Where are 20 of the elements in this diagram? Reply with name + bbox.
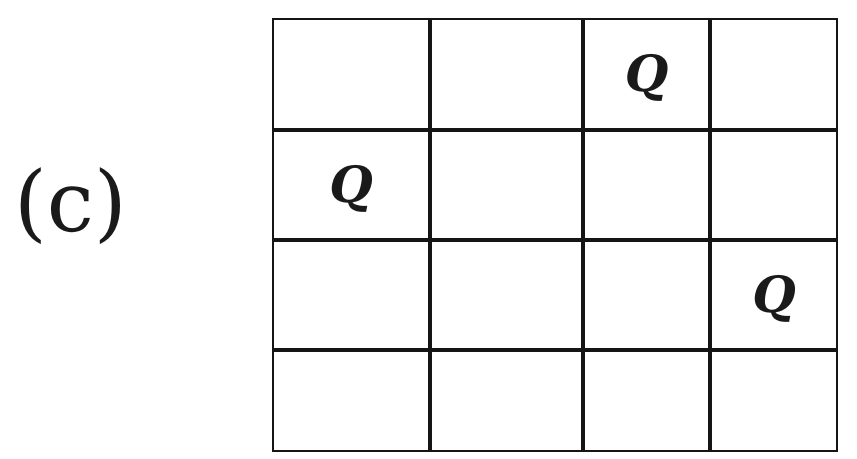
part-label: (c) <box>14 160 127 244</box>
grid-cell <box>710 240 838 350</box>
queen-mark: Q <box>752 270 796 320</box>
grid-cell <box>272 240 430 350</box>
grid-cell <box>583 130 710 240</box>
grid-cell <box>430 18 583 130</box>
grid-cell <box>710 130 838 240</box>
grid-cell <box>272 18 430 130</box>
grid-cell <box>430 240 583 350</box>
grid-cell <box>710 350 838 452</box>
grid-cell <box>272 130 430 240</box>
grid-cell <box>710 18 838 130</box>
queen-mark: Q <box>329 160 373 210</box>
grid-cell <box>430 350 583 452</box>
grid-cell <box>583 240 710 350</box>
grid-cell <box>583 350 710 452</box>
grid-cell <box>272 350 430 452</box>
grid-cell <box>583 18 710 130</box>
grid-cell <box>430 130 583 240</box>
queen-mark: Q <box>624 49 668 99</box>
